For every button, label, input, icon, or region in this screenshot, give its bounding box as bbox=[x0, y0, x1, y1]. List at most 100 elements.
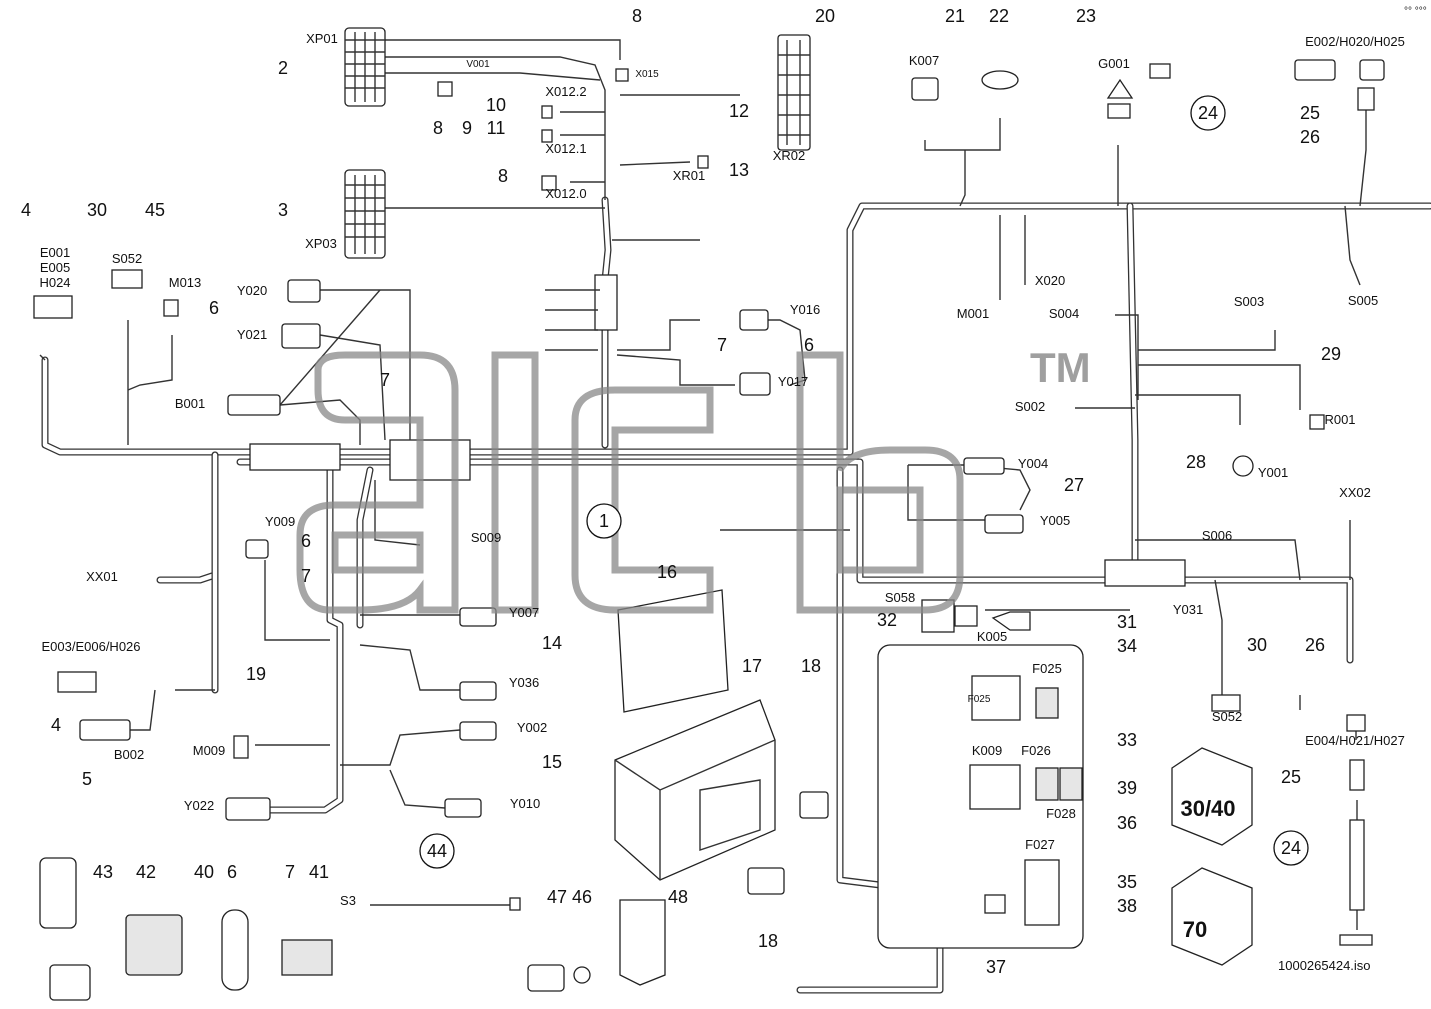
label-n23: 23 bbox=[1076, 6, 1096, 26]
label-c_s002: S002 bbox=[1015, 399, 1045, 414]
label-c_xp03: XP03 bbox=[305, 236, 337, 251]
connector-xp03 bbox=[344, 169, 386, 259]
plug-e002 bbox=[1359, 59, 1385, 81]
label-c_e002: E002/H020/H025 bbox=[1305, 34, 1405, 49]
label-c_e001: E001 bbox=[40, 245, 70, 260]
watermark: TM bbox=[296, 344, 1091, 614]
label-n24b: 24 bbox=[1281, 838, 1301, 858]
label-n22: 22 bbox=[989, 6, 1009, 26]
label-n17: 17 bbox=[742, 656, 762, 676]
grommet-18a bbox=[799, 791, 829, 819]
label-n30a: 30 bbox=[87, 200, 107, 220]
motor-m009 bbox=[233, 735, 249, 759]
label-c_s009: S009 bbox=[471, 530, 501, 545]
callout-circle-n1 bbox=[586, 503, 622, 539]
label-c_v001: V001 bbox=[466, 59, 490, 70]
label-c_y031: Y031 bbox=[1173, 602, 1203, 617]
label-n7c: 7 bbox=[301, 566, 311, 586]
sensor-b002 bbox=[79, 719, 131, 741]
lamp-plug-24a bbox=[1149, 63, 1171, 79]
relay-38 bbox=[1171, 867, 1253, 966]
label-c_xr02: XR02 bbox=[773, 148, 806, 163]
label-n30b: 30 bbox=[1247, 635, 1267, 655]
relay-39 bbox=[1171, 747, 1253, 846]
sensor-b001 bbox=[227, 394, 281, 416]
connector-x0120 bbox=[541, 175, 557, 191]
label-c_y004: Y004 bbox=[1018, 456, 1048, 471]
label-c_m013: M013 bbox=[169, 275, 202, 290]
label-n19: 19 bbox=[246, 664, 266, 684]
plug-43 bbox=[49, 964, 91, 1001]
valve-y009 bbox=[245, 539, 269, 559]
label-c_s004: S004 bbox=[1049, 306, 1079, 321]
label-n35: 35 bbox=[1117, 872, 1137, 892]
label-n48: 48 bbox=[668, 887, 688, 907]
label-c_y009: Y009 bbox=[265, 514, 295, 529]
label-c_f025b: F025 bbox=[968, 694, 991, 705]
callout-circle-n24b bbox=[1273, 830, 1309, 866]
label-n3: 3 bbox=[278, 200, 288, 220]
label-c_xr01: XR01 bbox=[673, 168, 706, 183]
corner-mark: °° °°° bbox=[1404, 6, 1427, 17]
label-c_b002: B002 bbox=[114, 747, 144, 762]
label-c_k009: K009 bbox=[972, 743, 1002, 758]
valve-y002 bbox=[459, 721, 497, 741]
label-c_e004: E004/H021/H027 bbox=[1305, 733, 1405, 748]
label-c_y016: Y016 bbox=[790, 302, 820, 317]
label-n42: 42 bbox=[136, 862, 156, 882]
label-n21: 21 bbox=[945, 6, 965, 26]
label-c_xx01: XX01 bbox=[86, 569, 118, 584]
relay-k007 bbox=[911, 77, 939, 101]
label-n32: 32 bbox=[877, 610, 897, 630]
label-c_relay1: 30/40 bbox=[1180, 796, 1235, 821]
label-n8b: 8 bbox=[433, 118, 443, 138]
lamp-lead-24b bbox=[1349, 819, 1365, 911]
valve-y036 bbox=[459, 681, 497, 701]
thin-wires bbox=[39, 39, 1367, 930]
label-n47: 47 bbox=[547, 887, 567, 907]
connector-xr02 bbox=[777, 34, 811, 151]
mounting-plate-16 bbox=[617, 589, 729, 713]
label-c_s3: S3 bbox=[340, 893, 356, 908]
motor-m013 bbox=[163, 299, 179, 317]
label-c_f027: F027 bbox=[1025, 837, 1055, 852]
lamp-e003 bbox=[57, 671, 97, 693]
label-n7d: 7 bbox=[285, 862, 295, 882]
washer-46 bbox=[573, 966, 591, 984]
lamp-socket-24b bbox=[1339, 934, 1373, 946]
connector-xp01 bbox=[344, 27, 386, 107]
label-c_y020: Y020 bbox=[237, 283, 267, 298]
label-c_xp01: XP01 bbox=[306, 31, 338, 46]
label-c_relay2: 70 bbox=[1183, 917, 1207, 942]
label-n15: 15 bbox=[542, 752, 562, 772]
alternator-g001 bbox=[1106, 78, 1134, 99]
label-c_y036: Y036 bbox=[509, 675, 539, 690]
label-n11: 11 bbox=[487, 118, 506, 138]
label-c_y022: Y022 bbox=[184, 798, 214, 813]
label-c_y017: Y017 bbox=[778, 374, 808, 389]
sensor-22 bbox=[981, 70, 1019, 90]
switch-s058-plug bbox=[954, 605, 978, 627]
valve-y005 bbox=[984, 514, 1024, 534]
label-n24a: 24 bbox=[1198, 103, 1218, 123]
label-c_g001: G001 bbox=[1098, 56, 1130, 71]
components bbox=[33, 27, 1385, 1001]
label-n33: 33 bbox=[1117, 730, 1137, 750]
label-n9: 9 bbox=[462, 118, 472, 138]
label-c_y007: Y007 bbox=[509, 605, 539, 620]
drawing-id: 1000265424.iso bbox=[1278, 958, 1371, 973]
connector-x0121 bbox=[541, 129, 553, 143]
label-c_f026: F026 bbox=[1021, 743, 1051, 758]
label-n41: 41 bbox=[309, 862, 329, 882]
label-c_s058: S058 bbox=[885, 590, 915, 605]
valve-y001 bbox=[1232, 455, 1254, 477]
label-n26b: 26 bbox=[1305, 635, 1325, 655]
connector-xr01 bbox=[697, 155, 709, 169]
label-c_s006: S006 bbox=[1202, 528, 1232, 543]
label-n1: 1 bbox=[599, 511, 609, 531]
label-n6a: 6 bbox=[209, 298, 219, 318]
callout-circle-n24a bbox=[1190, 95, 1226, 131]
label-n4b: 4 bbox=[51, 715, 61, 735]
fuse-box-34 bbox=[877, 644, 1084, 949]
